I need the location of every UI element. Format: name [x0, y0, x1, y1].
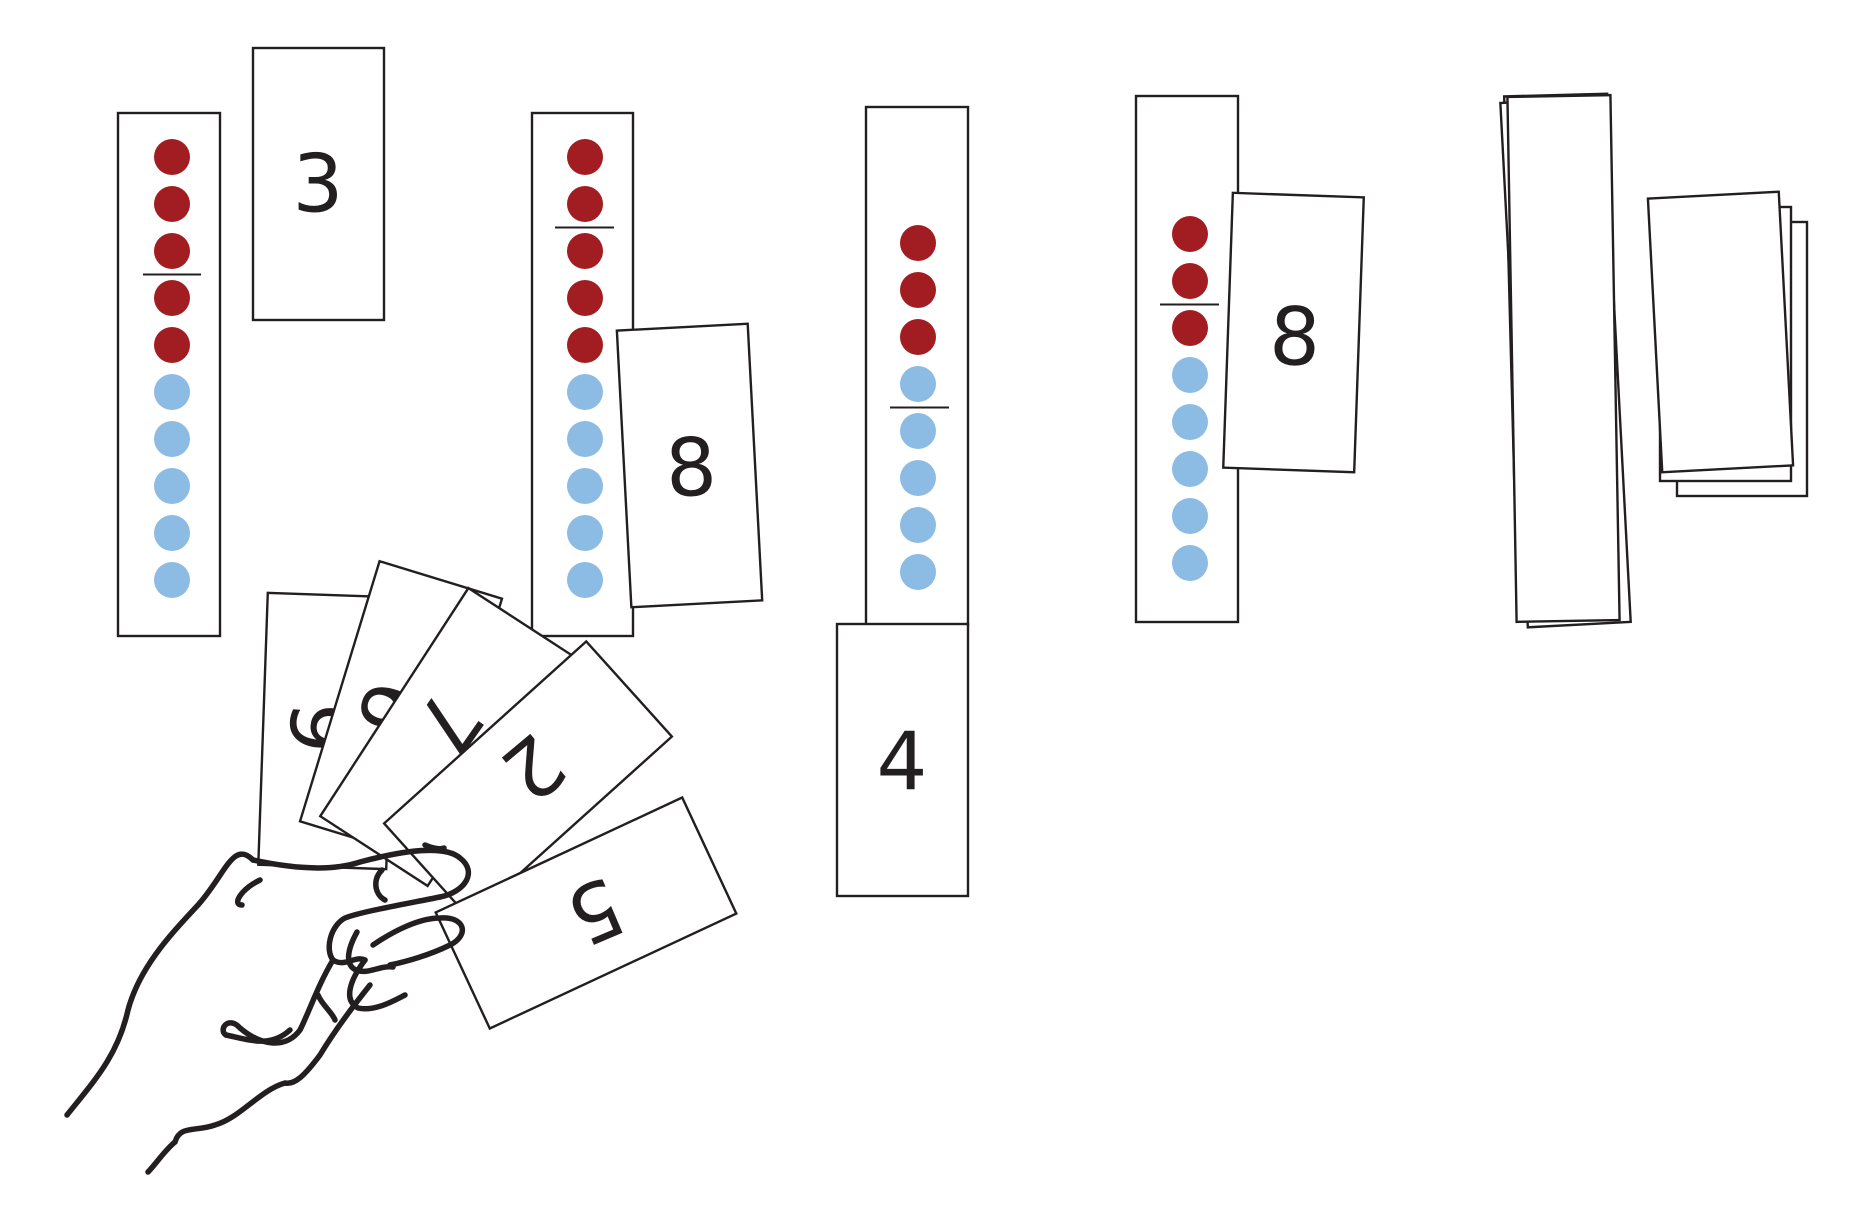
blue-dot	[154, 374, 190, 410]
number-card-8-a-rect	[615, 322, 764, 609]
blue-dot	[567, 468, 603, 504]
number-card-3-label: 3	[293, 138, 344, 231]
hand-card-5[interactable]: 5	[434, 795, 738, 1031]
blue-dot	[900, 554, 936, 590]
red-dot	[567, 139, 603, 175]
red-dot	[1172, 310, 1208, 346]
blank-strip-front	[1506, 93, 1621, 624]
strip-4-dots	[1160, 216, 1219, 581]
blue-dot	[154, 468, 190, 504]
red-dot	[567, 186, 603, 222]
blue-dot	[154, 515, 190, 551]
blue-dot	[567, 515, 603, 551]
strip-1-dots	[143, 139, 201, 598]
red-dot	[154, 327, 190, 363]
blue-dot	[567, 374, 603, 410]
number-card-8-a[interactable]: 8	[615, 322, 764, 609]
hand-illustration	[64, 842, 472, 1175]
red-dot	[567, 327, 603, 363]
strip-3-dots	[890, 225, 949, 590]
red-dot	[900, 225, 936, 261]
number-card-3[interactable]: 3	[251, 46, 386, 322]
blue-dot	[900, 507, 936, 543]
number-card-4-rect	[835, 622, 970, 898]
blue-dot	[900, 366, 936, 402]
number-card-8-b-label: 8	[1268, 290, 1322, 385]
red-dot	[1172, 263, 1208, 299]
blue-dot	[1172, 404, 1208, 440]
red-dot	[154, 186, 190, 222]
blank-card-front	[1646, 190, 1795, 474]
hand-cards: 9 6 7 2 5	[257, 559, 738, 1031]
strip-2-dots	[555, 139, 614, 598]
blue-dot	[154, 562, 190, 598]
red-dot	[1172, 216, 1208, 252]
blue-dot	[1172, 357, 1208, 393]
blue-dot	[567, 562, 603, 598]
red-dot	[154, 139, 190, 175]
blue-dot	[900, 413, 936, 449]
red-dot	[567, 233, 603, 269]
hand-card-2-rect	[382, 639, 674, 921]
number-card-4[interactable]: 4	[835, 622, 970, 898]
red-dot	[567, 280, 603, 316]
blank-strip-stack[interactable]	[1499, 92, 1632, 629]
strip-4[interactable]	[1134, 94, 1240, 624]
blue-dot	[567, 421, 603, 457]
blank-card-stack[interactable]	[1646, 190, 1809, 498]
number-card-8-b-rect	[1222, 191, 1366, 474]
red-dot	[900, 319, 936, 355]
strip-2[interactable]	[530, 111, 635, 638]
strip-3[interactable]	[864, 105, 970, 627]
strip-3-card	[864, 105, 970, 627]
blue-dot	[1172, 451, 1208, 487]
number-card-8-a-label: 8	[663, 420, 719, 516]
red-dot	[154, 233, 190, 269]
number-card-4-label: 4	[877, 716, 928, 809]
red-dot	[900, 272, 936, 308]
number-card-8-b[interactable]: 8	[1222, 191, 1366, 474]
blue-dot	[1172, 545, 1208, 581]
number-card-3-rect	[251, 46, 386, 322]
blue-dot	[154, 421, 190, 457]
hand-card-2[interactable]: 2	[382, 639, 674, 921]
hand-card-5-rect	[434, 795, 738, 1031]
red-dot	[154, 280, 190, 316]
blue-dot	[900, 460, 936, 496]
blue-dot	[1172, 498, 1208, 534]
strip-1[interactable]	[116, 111, 222, 638]
